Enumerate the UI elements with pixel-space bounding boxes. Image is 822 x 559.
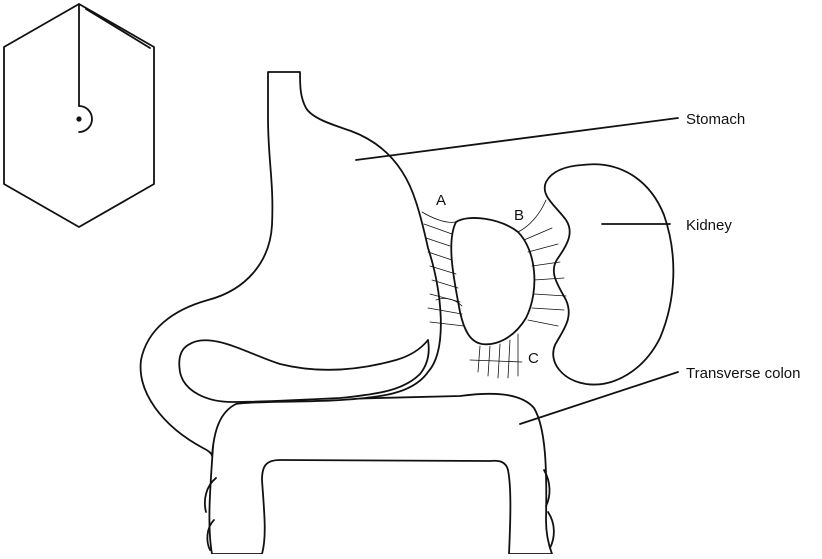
kidney-shape	[545, 164, 674, 384]
ligament-b-letter: B	[514, 207, 524, 224]
orientation-hexagon-icon	[4, 4, 154, 227]
central-organ-shape	[451, 218, 534, 344]
ligament-c-letter: C	[528, 350, 539, 367]
stomach-label: Stomach	[686, 111, 745, 128]
transverse-colon-label: Transverse colon	[686, 365, 801, 382]
stomach-leader-line	[356, 118, 678, 160]
kidney-label: Kidney	[686, 217, 732, 234]
transverse-colon-shape	[205, 394, 554, 554]
ligament-a-letter: A	[436, 192, 446, 209]
